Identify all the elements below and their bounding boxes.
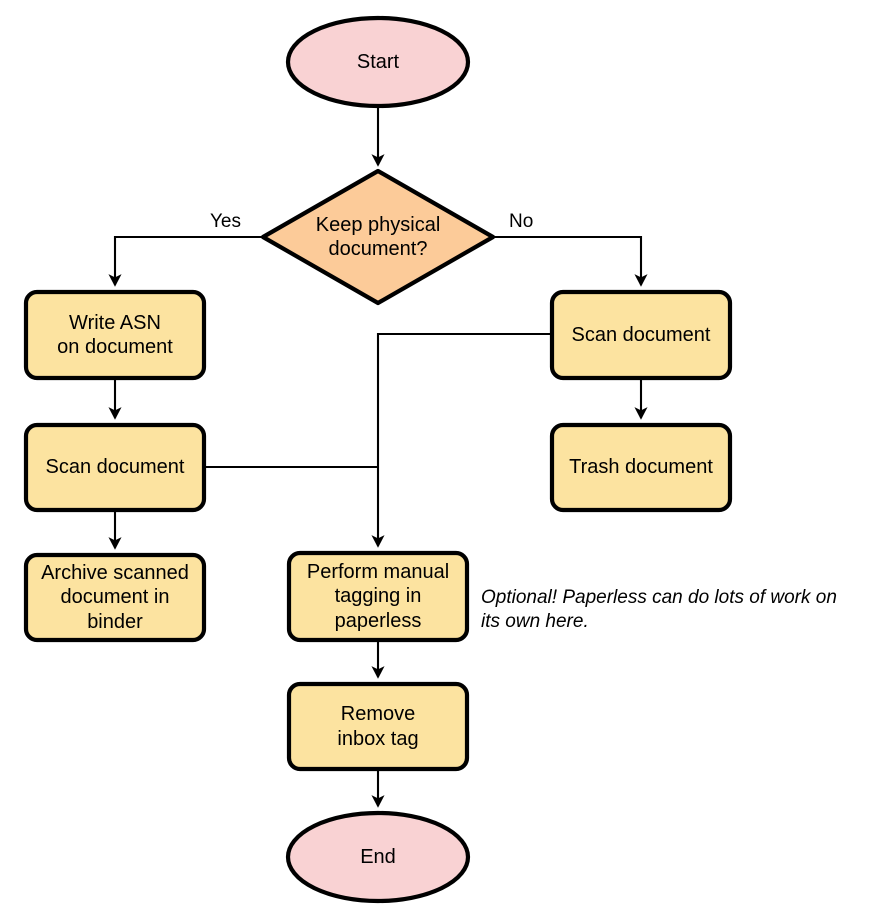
node-perform-manual-tagging-shape xyxy=(286,550,470,643)
node-scan-document-right-shape xyxy=(549,289,733,381)
node-remove-inbox-tag-shape xyxy=(286,681,470,772)
edge-decision-yes-to-write-asn xyxy=(108,235,263,287)
edge-label-no: No xyxy=(509,211,534,232)
node-write-asn-shape xyxy=(23,289,207,381)
node-start-shape xyxy=(285,15,471,109)
node-scan-document-left-shape xyxy=(23,422,207,513)
annotation-optional-note: Optional! Paperless can do lots of work … xyxy=(481,587,837,633)
edge-scan-right-to-tagging xyxy=(371,332,552,548)
node-trash-document-shape xyxy=(549,422,733,513)
edge-label-yes: Yes xyxy=(210,211,241,232)
node-end-shape xyxy=(285,810,471,904)
edge-decision-no-to-scan-right xyxy=(493,235,648,287)
node-keep-physical-shape xyxy=(260,168,496,306)
node-archive-scanned-shape xyxy=(23,552,207,643)
